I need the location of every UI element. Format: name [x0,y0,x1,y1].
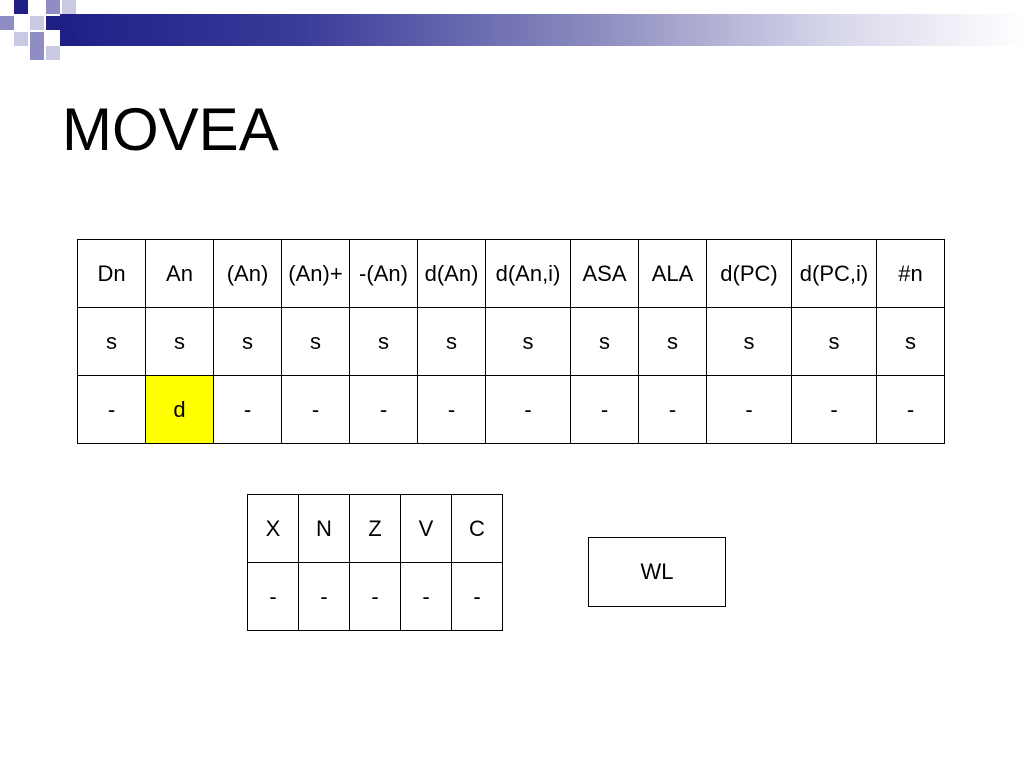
dest-cell: - [791,375,877,444]
dest-cell: - [485,375,571,444]
source-cell: s [706,307,792,376]
flag-value-cell: - [349,562,401,631]
flag-value-cell: - [451,562,503,631]
mode-header-cell: d(PC,i) [791,239,877,308]
mode-header-row: Dn An (An) (An)+ -(An) d(An) d(An,i) ASA… [77,239,945,308]
header-gradient-bar [60,14,1024,46]
deco-square-icon [14,32,28,46]
header-decoration [0,0,1024,62]
mode-dest-row: - d - - - - - - - - - - [77,375,945,444]
dest-cell: - [876,375,945,444]
dest-cell: - [281,375,350,444]
dest-cell: - [417,375,486,444]
mode-header-cell: ASA [570,239,639,308]
flag-name-cell: Z [349,494,401,563]
source-cell: s [145,307,214,376]
deco-square-icon [30,32,44,46]
flag-value-cell: - [400,562,452,631]
mode-header-cell: d(PC) [706,239,792,308]
source-cell: s [876,307,945,376]
slide-title: MOVEA [62,96,279,163]
deco-square-icon [0,16,14,30]
flag-name-cell: X [247,494,299,563]
source-cell: s [791,307,877,376]
operand-size-label: WL [640,559,674,584]
flag-name-cell: V [400,494,452,563]
source-cell: s [281,307,350,376]
mode-header-cell: ALA [638,239,707,308]
source-cell: s [485,307,571,376]
mode-header-cell: (An) [213,239,282,308]
deco-square-icon [62,32,76,46]
source-cell: s [638,307,707,376]
flags-table: X N Z V C - - - - - [247,494,503,631]
mode-source-row: s s s s s s s s s s s s [77,307,945,376]
flag-name-row: X N Z V C [247,494,503,563]
flag-name-cell: C [451,494,503,563]
mode-header-cell: Dn [77,239,146,308]
flag-value-cell: - [298,562,350,631]
dest-cell: - [706,375,792,444]
source-cell: s [417,307,486,376]
addressing-modes-table: Dn An (An) (An)+ -(An) d(An) d(An,i) ASA… [77,239,945,444]
dest-cell: - [570,375,639,444]
dest-cell: - [349,375,418,444]
operand-size-box: WL [588,537,726,607]
source-cell: s [570,307,639,376]
mode-header-cell: -(An) [349,239,418,308]
flag-name-cell: N [298,494,350,563]
deco-square-icon [62,0,76,14]
dest-cell: - [213,375,282,444]
dest-cell: - [638,375,707,444]
flag-value-cell: - [247,562,299,631]
dest-cell: - [77,375,146,444]
deco-square-icon [14,0,28,14]
source-cell: s [213,307,282,376]
mode-header-cell: #n [876,239,945,308]
deco-square-icon [46,16,60,30]
mode-header-cell: (An)+ [281,239,350,308]
deco-square-icon [46,46,60,60]
mode-header-cell: An [145,239,214,308]
mode-header-cell: d(An,i) [485,239,571,308]
flag-value-row: - - - - - [247,562,503,631]
dest-cell-highlighted: d [145,375,214,444]
deco-square-icon [46,0,60,14]
source-cell: s [77,307,146,376]
source-cell: s [349,307,418,376]
deco-square-icon [30,16,44,30]
deco-square-icon [30,46,44,60]
mode-header-cell: d(An) [417,239,486,308]
